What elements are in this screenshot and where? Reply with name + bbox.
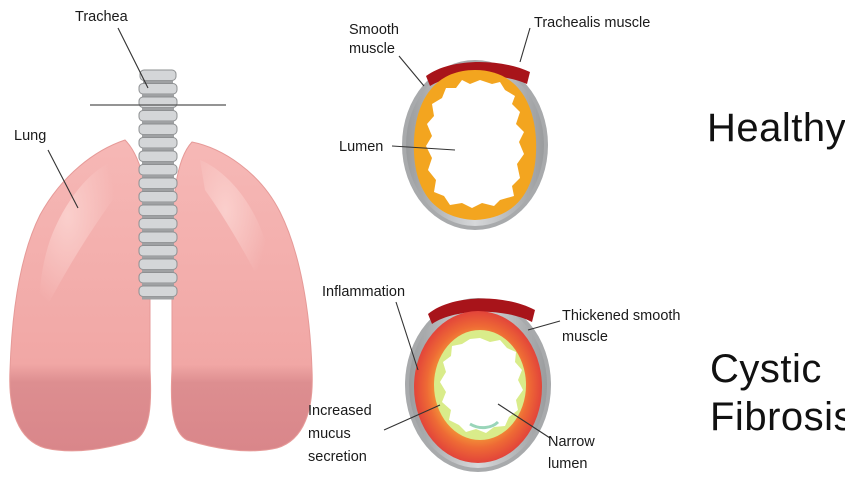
label-narrow-lumen: Narrow lumen bbox=[548, 431, 595, 475]
trachea-ring-gap bbox=[142, 297, 174, 300]
trachea-ring bbox=[139, 178, 177, 189]
trachea-ring bbox=[139, 246, 177, 257]
label-trachea: Trachea bbox=[75, 8, 128, 27]
trachea-ring bbox=[139, 165, 177, 176]
label-trachealis-muscle: Trachealis muscle bbox=[534, 14, 650, 33]
trachea-ring bbox=[139, 192, 177, 203]
trachea-ring bbox=[139, 97, 177, 108]
trachea-ring bbox=[139, 138, 177, 149]
lung-right bbox=[171, 142, 312, 451]
label-increased-mucus-secretion: Increased mucus secretion bbox=[308, 400, 372, 469]
label-lung: Lung bbox=[14, 127, 46, 146]
trachea-ring bbox=[139, 259, 177, 270]
cf-cross-section bbox=[405, 298, 551, 472]
trachea-ring bbox=[139, 273, 177, 284]
trachea-ring bbox=[139, 286, 177, 297]
trachea-ring bbox=[139, 124, 177, 135]
trachea-ring bbox=[139, 151, 177, 162]
lumen-healthy bbox=[426, 80, 524, 208]
label-lumen: Lumen bbox=[339, 138, 383, 157]
lung-left bbox=[10, 140, 151, 451]
trachea-ring bbox=[139, 84, 177, 95]
trachea-ring bbox=[139, 219, 177, 230]
trachea-ring bbox=[140, 70, 176, 81]
trachea-ring bbox=[139, 205, 177, 216]
label-thickened-smooth-muscle: Thickened smooth muscle bbox=[562, 306, 680, 348]
heading-cystic-fibrosis: Cystic Fibrosis bbox=[710, 345, 845, 441]
trachea-ring bbox=[139, 111, 177, 122]
heading-healthy: Healthy bbox=[707, 105, 845, 151]
label-inflammation: Inflammation bbox=[322, 283, 405, 302]
trachea-ring bbox=[139, 232, 177, 243]
label-smooth-muscle: Smooth muscle bbox=[349, 21, 399, 59]
